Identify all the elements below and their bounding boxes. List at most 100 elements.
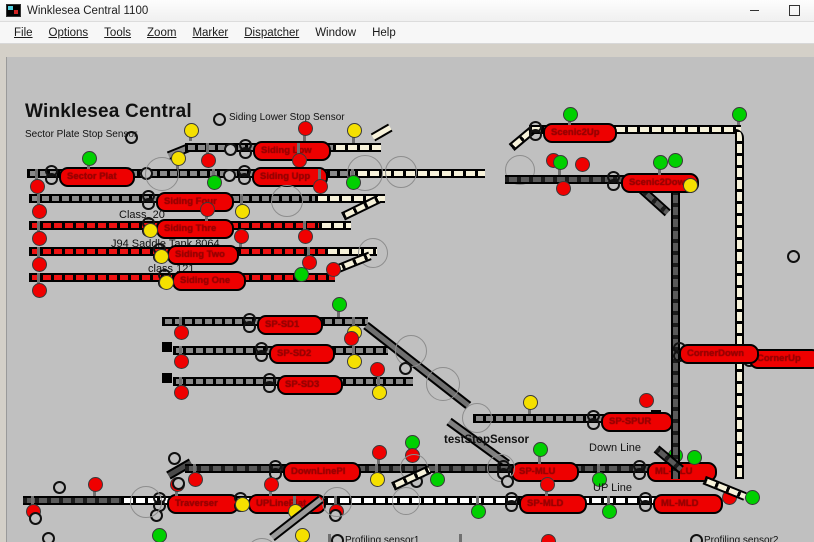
siding-lower-stop-sensor-icon[interactable] — [213, 113, 226, 126]
signal-lamp-k6-green[interactable] — [592, 472, 607, 487]
signal-lamp-b8-red[interactable] — [575, 157, 590, 172]
signal-lamp-m6-red[interactable] — [541, 534, 556, 542]
turnout-motor-sp-mld[interactable] — [505, 492, 518, 512]
sensor-siding-low[interactable] — [224, 143, 237, 156]
turnout-motor-ml-mlu[interactable] — [633, 460, 646, 480]
signal-lamp-l4-red[interactable] — [264, 477, 279, 492]
signal-lamp-b9-green[interactable] — [668, 153, 683, 168]
turnout-circle-b1[interactable] — [145, 157, 179, 191]
block-label-sp-mld[interactable]: SP-MLD — [519, 494, 587, 514]
turnout-circle-l1[interactable] — [130, 486, 162, 518]
sensor-corner-up[interactable] — [787, 250, 800, 263]
signal-lamp-o0-yellow[interactable] — [683, 178, 698, 193]
signal-lamp-f2-green[interactable] — [294, 267, 309, 282]
signal-lamp-f1-red[interactable] — [32, 283, 47, 298]
signal-lamp-k2-red[interactable] — [372, 445, 387, 460]
turnout-circle-e1[interactable] — [358, 238, 388, 268]
signal-lamp-m2-green[interactable] — [152, 528, 167, 542]
block-label-sp-spur[interactable]: SP-SPUR — [601, 412, 673, 432]
signal-lamp-o3-red[interactable] — [556, 181, 571, 196]
block-label-ml-mld[interactable]: ML-MLD — [653, 494, 723, 514]
turnout-motor-ml-mld[interactable] — [639, 492, 652, 512]
menu-help[interactable]: Help — [364, 25, 404, 41]
block-label-siding-two[interactable]: Siding Two — [167, 245, 239, 265]
signal-lamp-j2-red[interactable] — [639, 393, 654, 408]
turnout-motor-sp-sd1[interactable] — [243, 313, 256, 333]
signal-lamp-b1-green[interactable] — [82, 151, 97, 166]
turnout-motor-scenic2-down[interactable] — [607, 171, 620, 191]
profiling-sensor2-icon[interactable] — [690, 534, 703, 542]
sensor-down-line-start[interactable] — [168, 452, 181, 465]
signal-lamp-e2-red[interactable] — [234, 229, 249, 244]
profiling-sensor1-icon[interactable] — [331, 534, 344, 542]
signal-lamp-d3-red[interactable] — [298, 229, 313, 244]
signal-lamp-i1-red[interactable] — [174, 385, 189, 400]
signal-lamp-a1-yellow[interactable] — [184, 123, 199, 138]
signal-lamp-i2-yellow[interactable] — [372, 385, 387, 400]
block-label-sp-sd3[interactable]: SP-SD3 — [277, 375, 343, 395]
signal-lamp-g1-red[interactable] — [174, 325, 189, 340]
block-label-siding-one[interactable]: Siding One — [172, 271, 246, 291]
signal-lamp-l9-green[interactable] — [602, 504, 617, 519]
turnout-motor-siding-upper[interactable] — [238, 165, 251, 185]
signal-lamp-i3-red[interactable] — [370, 362, 385, 377]
signal-lamp-h2-yellow[interactable] — [347, 354, 362, 369]
signal-lamp-o1-green[interactable] — [653, 155, 668, 170]
block-label-scenic2-up[interactable]: Scenic2Up — [543, 123, 617, 143]
sensor-sp-mlu[interactable] — [501, 475, 514, 488]
turnout-motor-sector-plate[interactable] — [45, 165, 58, 185]
signal-lamp-e0-yellow[interactable] — [154, 249, 169, 264]
sensor-siding-upper[interactable] — [223, 169, 236, 182]
signal-lamp-n2-green[interactable] — [732, 107, 747, 122]
signal-lamp-k1-red[interactable] — [188, 472, 203, 487]
turnout-motor-down-line-plat[interactable] — [269, 460, 282, 480]
minimize-button[interactable] — [734, 0, 774, 21]
signal-lamp-d2-red[interactable] — [200, 202, 215, 217]
signal-lamp-b6-yellow[interactable] — [171, 151, 186, 166]
signal-lamp-f0-yellow[interactable] — [159, 275, 174, 290]
signal-lamp-k3-yellow[interactable] — [370, 472, 385, 487]
turnout-circle-b2[interactable] — [347, 155, 383, 191]
block-label-siding-four[interactable]: Siding Four — [156, 192, 234, 212]
turnout-motor-sp-sd2[interactable] — [255, 342, 268, 362]
signal-lamp-l0-yellow[interactable] — [235, 497, 250, 512]
turnout-circle-b3[interactable] — [385, 156, 417, 188]
turnout-motor-siding-four[interactable] — [142, 190, 155, 210]
signal-lamp-k5-green[interactable] — [430, 472, 445, 487]
block-label-siding-three[interactable]: Siding Thre — [156, 219, 234, 239]
menu-tools[interactable]: Tools — [96, 25, 139, 41]
signal-lamp-d1-red[interactable] — [32, 231, 47, 246]
signal-lamp-f3-red[interactable] — [326, 262, 341, 277]
turnout-circle-i1[interactable] — [426, 367, 460, 401]
signal-lamp-g2-green[interactable] — [332, 297, 347, 312]
maximize-button[interactable] — [774, 0, 814, 21]
signal-lamp-a3-red[interactable] — [292, 153, 307, 168]
block-label-down-line-plat[interactable]: DownLinePl — [283, 462, 361, 482]
sensor-parcels-a[interactable] — [42, 532, 55, 542]
signal-lamp-h1-red[interactable] — [174, 354, 189, 369]
signal-lamp-c2-yellow[interactable] — [235, 204, 250, 219]
turnout-circle-c1[interactable] — [271, 185, 303, 217]
menu-zoom[interactable]: Zoom — [139, 25, 184, 41]
signal-lamp-b3-green[interactable] — [207, 175, 222, 190]
signal-lamp-b5-green[interactable] — [346, 175, 361, 190]
sector-plate-stop-sensor-icon[interactable] — [125, 131, 138, 144]
signal-lamp-a2-red[interactable] — [201, 153, 216, 168]
sensor-up-line-c[interactable] — [29, 512, 42, 525]
menu-file[interactable]: File — [6, 25, 41, 41]
turnout-circle-l2[interactable] — [322, 487, 352, 517]
signal-lamp-b2-red[interactable] — [30, 179, 45, 194]
signal-lamp-l11-green[interactable] — [745, 490, 760, 505]
turnout-motor-scenic2-up[interactable] — [529, 121, 542, 141]
signal-lamp-n1-green[interactable] — [563, 107, 578, 122]
sensor-sd2[interactable] — [399, 362, 412, 375]
signal-lamp-k4-green[interactable] — [533, 442, 548, 457]
turnout-circle-j1[interactable] — [462, 403, 492, 433]
sensor-traverser-top[interactable] — [53, 481, 66, 494]
block-label-traverser[interactable]: Traverser — [167, 494, 239, 514]
signal-lamp-a4-red[interactable] — [298, 121, 313, 136]
signal-lamp-l7-green[interactable] — [471, 504, 486, 519]
signal-lamp-l2-red[interactable] — [88, 477, 103, 492]
menu-window[interactable]: Window — [307, 25, 364, 41]
signal-lamp-m5-yellow[interactable] — [295, 528, 310, 542]
